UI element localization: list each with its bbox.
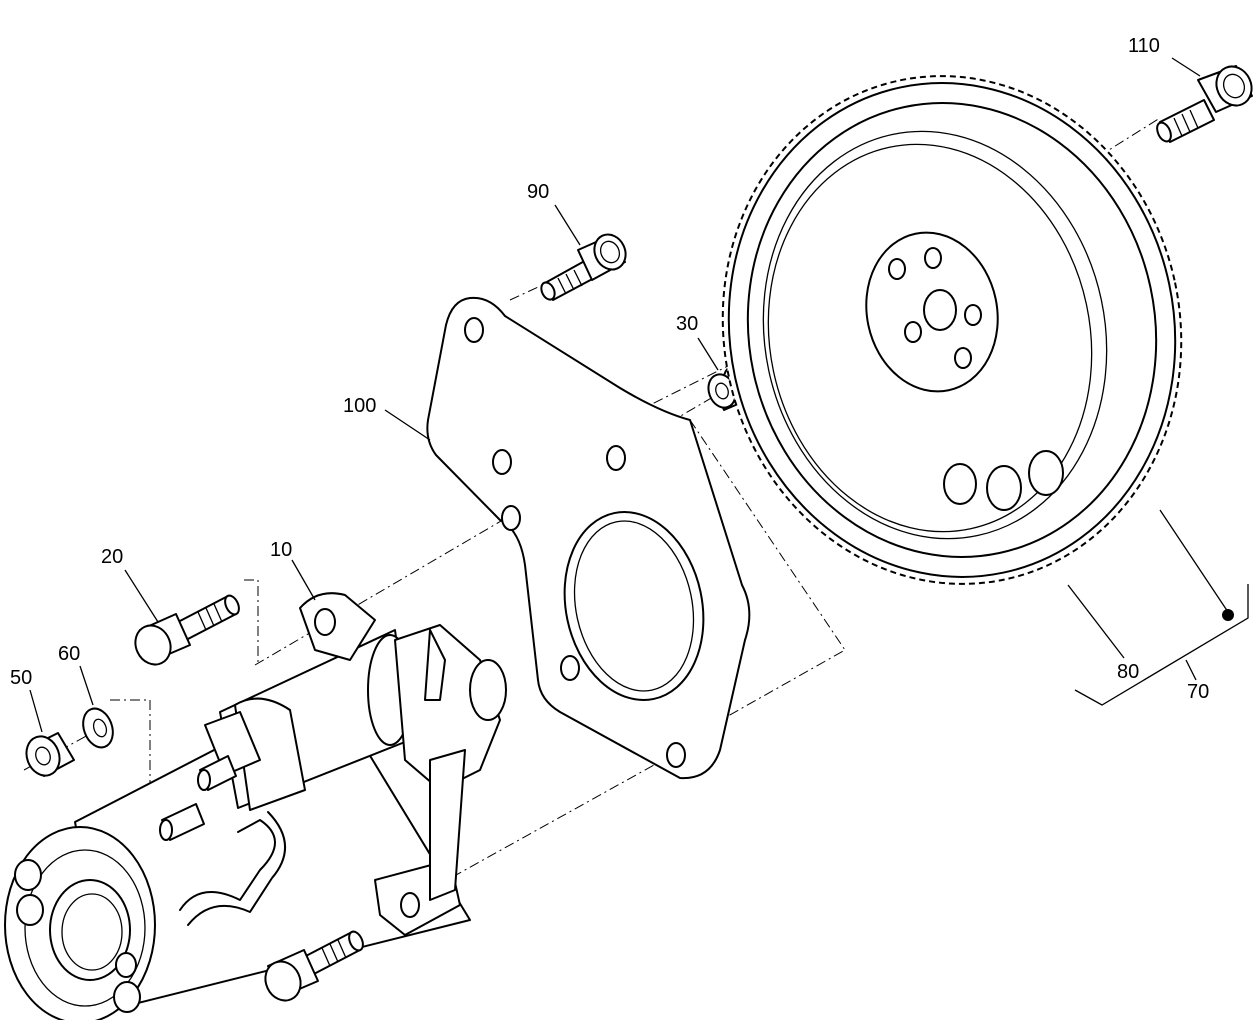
bolt-20-lower [264, 930, 364, 1002]
callout-70: 70 [1187, 681, 1209, 703]
callout-50: 50 [10, 667, 32, 689]
adapter-plate [426, 296, 751, 780]
leader-lines [29, 57, 1249, 733]
callout-80: 80 [1117, 661, 1139, 683]
callout-labels: 110 90 30 100 10 20 60 50 80 70 [10, 35, 1209, 703]
callout-60: 60 [58, 643, 80, 665]
callout-100: 100 [343, 395, 376, 417]
bolt-20-upper [134, 594, 240, 666]
callout-10: 10 [270, 539, 292, 561]
nut-50 [25, 732, 75, 777]
callout-110: 110 [1128, 35, 1160, 57]
callout-20: 20 [101, 546, 123, 568]
bolt-90 [540, 233, 627, 301]
starter-motor [4, 592, 507, 1020]
reference-dot [1222, 609, 1234, 621]
callout-90: 90 [527, 181, 549, 203]
bolt-110 [1156, 65, 1253, 143]
flywheel [721, 75, 1183, 585]
washer-60 [82, 707, 114, 749]
callout-30: 30 [676, 313, 698, 335]
